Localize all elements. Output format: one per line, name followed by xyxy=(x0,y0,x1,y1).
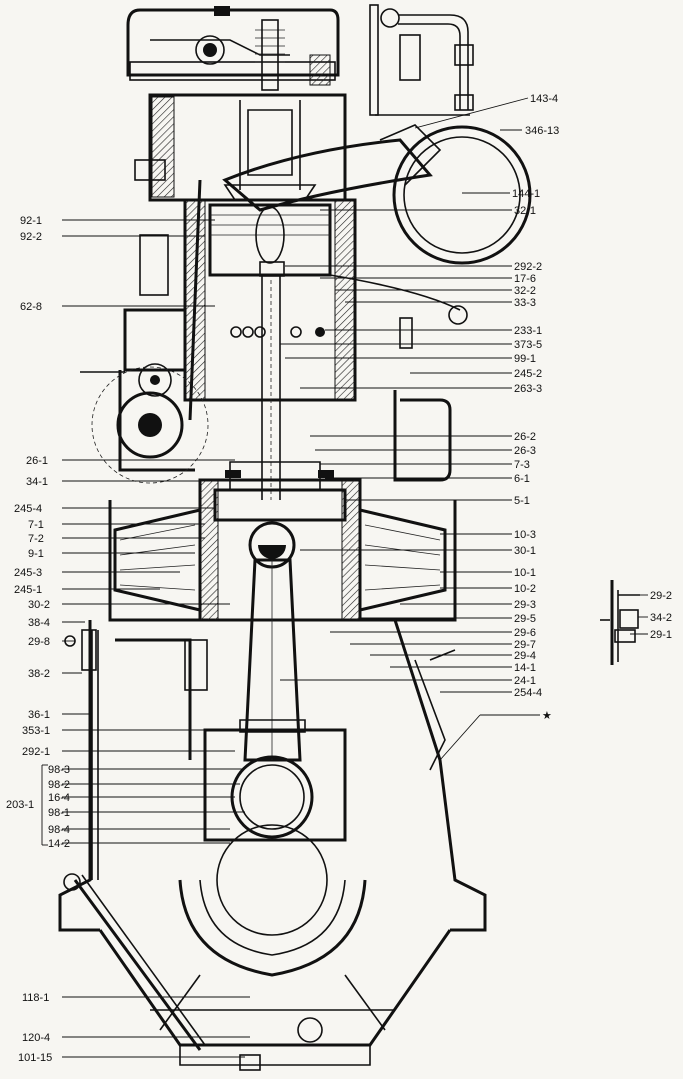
label-29-8: 29-8 xyxy=(28,636,50,648)
exhaust-manifold xyxy=(222,124,532,265)
label-33-3: 33-3 xyxy=(514,297,536,309)
label-346-13: 346-13 xyxy=(525,125,559,137)
label-16-4: 16-4 xyxy=(48,792,70,804)
label-24-1: 24-1 xyxy=(514,675,536,687)
label-14-1: 14-1 xyxy=(514,662,536,674)
label-203-1: 203-1 xyxy=(6,799,34,811)
label-10-3: 10-3 xyxy=(514,529,536,541)
label-62-8: 62-8 xyxy=(20,301,42,313)
label-26-1: 26-1 xyxy=(26,455,48,467)
label-99-1: 99-1 xyxy=(514,353,536,365)
label-98-2: 98-2 xyxy=(48,779,70,791)
label-6-1: 6-1 xyxy=(514,473,530,485)
label-14-2: 14-2 xyxy=(48,838,70,850)
label-245-4: 245-4 xyxy=(14,503,42,515)
label-30-2: 30-2 xyxy=(28,599,50,611)
label-245-1: 245-1 xyxy=(14,584,42,596)
label-92-1: 92-1 xyxy=(20,215,42,227)
label-36-1: 36-1 xyxy=(28,709,50,721)
label-34-1: 34-1 xyxy=(26,476,48,488)
cylinder-head xyxy=(148,93,347,202)
label-17-6: 17-6 xyxy=(514,273,536,285)
label-292-1: 292-1 xyxy=(22,746,50,758)
label-254-4: 254-4 xyxy=(514,687,542,699)
label-29-2: 29-2 xyxy=(650,590,672,602)
part-labels: 143-4 346-13 144-1 32-1 292-2 17-6 32-2 … xyxy=(6,93,672,1064)
label-98-4: 98-4 xyxy=(48,824,70,836)
cylinder-and-piston xyxy=(183,198,357,500)
label-29-5: 29-5 xyxy=(514,613,536,625)
label-5-1: 5-1 xyxy=(514,495,530,507)
fuel-pipe xyxy=(369,4,474,116)
label-32-1: 32-1 xyxy=(514,205,536,217)
label-7-1: 7-1 xyxy=(28,519,44,531)
label-32-2: 32-2 xyxy=(514,285,536,297)
label-29-4: 29-4 xyxy=(514,650,536,662)
label-101-15: 101-15 xyxy=(18,1052,52,1064)
label-7-3: 7-3 xyxy=(514,459,530,471)
label-29-6: 29-6 xyxy=(514,627,536,639)
label-353-1: 353-1 xyxy=(22,725,50,737)
label-292-2: 292-2 xyxy=(514,261,542,273)
label-245-2: 245-2 xyxy=(514,368,542,380)
label-26-3: 26-3 xyxy=(514,445,536,457)
label-10-2: 10-2 xyxy=(514,583,536,595)
bedplate xyxy=(63,873,452,1071)
label-373-5: 373-5 xyxy=(514,339,542,351)
label-144-1: 144-1 xyxy=(512,188,540,200)
label-263-3: 263-3 xyxy=(514,383,542,395)
label-245-3: 245-3 xyxy=(14,567,42,579)
label-7-2: 7-2 xyxy=(28,533,44,545)
label-10-1: 10-1 xyxy=(514,567,536,579)
label-143-4: 143-4 xyxy=(530,93,558,105)
inset-detail xyxy=(600,580,640,665)
label-233-1: 233-1 xyxy=(514,325,542,337)
label-29-7: 29-7 xyxy=(514,639,536,651)
label-26-2: 26-2 xyxy=(514,431,536,443)
label-34-2: 34-2 xyxy=(650,612,672,624)
label-98-1: 98-1 xyxy=(48,807,70,819)
label-30-1: 30-1 xyxy=(514,545,536,557)
label-9-1: 9-1 xyxy=(28,548,44,560)
engine-drawing xyxy=(58,4,640,1071)
valve-cover xyxy=(126,6,340,91)
label-38-2: 38-2 xyxy=(28,668,50,680)
label-29-1: 29-1 xyxy=(650,629,672,641)
label-120-4: 120-4 xyxy=(22,1032,50,1044)
label-29-3: 29-3 xyxy=(514,599,536,611)
label-92-2: 92-2 xyxy=(20,231,42,243)
frame xyxy=(58,619,487,932)
leader-lines xyxy=(41,97,648,1058)
label-38-4: 38-4 xyxy=(28,617,50,629)
connecting-rod xyxy=(178,558,367,977)
label-star: ★ xyxy=(542,710,552,722)
label-118-1: 118-1 xyxy=(22,992,49,1004)
scavenge-coolers xyxy=(108,500,457,622)
label-98-3: 98-3 xyxy=(48,764,70,776)
